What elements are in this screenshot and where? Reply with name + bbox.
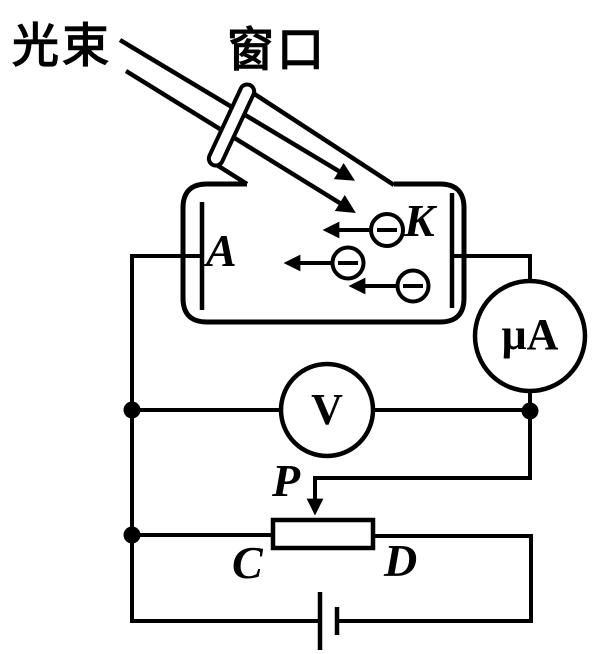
terminal-d-label: D — [384, 535, 418, 586]
terminal-c-label: C — [232, 537, 263, 588]
microammeter-circle — [472, 278, 588, 394]
potentiometer-body — [270, 517, 376, 551]
microammeter-label: μA — [501, 310, 559, 360]
light-beam-label: 光束 — [12, 19, 112, 72]
electron-1 — [322, 212, 405, 248]
wire-anode-left-bottom — [130, 254, 318, 623]
slider-label: P — [272, 455, 301, 506]
anode-label: A — [206, 225, 237, 276]
cathode-label: K — [404, 195, 435, 246]
window-label: 窗口 — [227, 23, 327, 76]
junction-dot-right — [521, 402, 539, 420]
voltmeter-circle — [278, 361, 376, 459]
nozzle-right-wall — [251, 91, 396, 187]
junction-dot-left-rheostat — [123, 526, 141, 544]
window-bar — [206, 82, 257, 168]
voltmeter-label: V — [311, 385, 343, 435]
electron-3 — [348, 268, 431, 304]
wire-ammeter-to-slider — [306, 391, 532, 516]
junction-dot-left-voltmeter — [123, 401, 141, 419]
wire-battery-right-to-d — [339, 534, 533, 623]
electron-2 — [283, 245, 366, 281]
wire-cathode-to-ammeter — [452, 254, 532, 281]
